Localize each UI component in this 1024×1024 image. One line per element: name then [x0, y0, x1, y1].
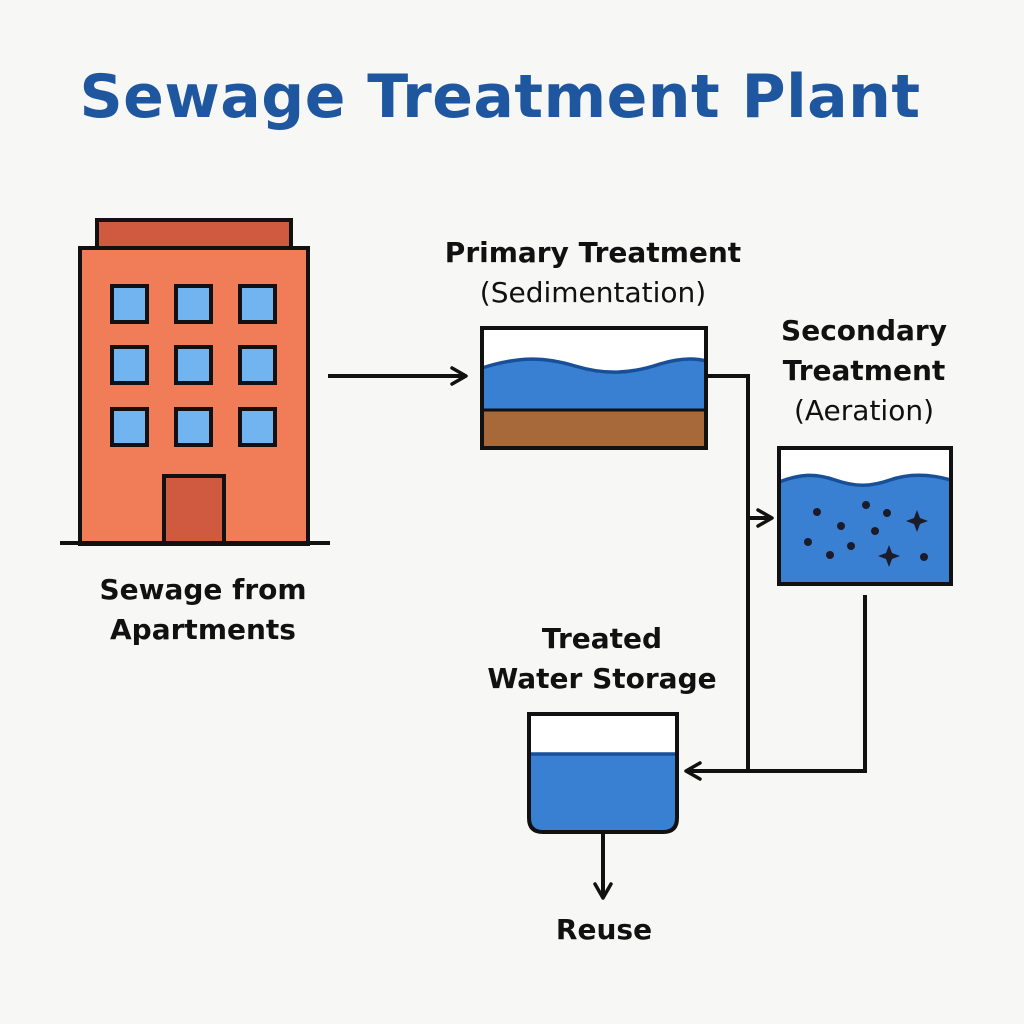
primary-tank-icon — [480, 326, 708, 450]
primary-label: Primary Treatment (Sedimentation) — [444, 236, 742, 309]
storage-label: Treated Water Storage — [487, 622, 717, 695]
reuse-label: Reuse — [555, 913, 653, 946]
secondary-label: Secondary Treatment (Aeration) — [781, 314, 947, 427]
building-door — [162, 474, 226, 546]
pipe-primary-outlet — [684, 374, 750, 781]
apartment-building-icon — [60, 218, 330, 546]
source-label: Sewage from Apartments — [99, 573, 307, 646]
sludge-layer — [482, 410, 706, 448]
aeration-tank-icon — [777, 446, 953, 586]
pipe-secondary-outlet — [748, 595, 867, 773]
building-windows — [110, 284, 277, 447]
page-title: Sewage Treatment Plant — [79, 62, 921, 132]
aeration-particles — [804, 501, 928, 567]
storage-tank-icon — [527, 712, 679, 834]
